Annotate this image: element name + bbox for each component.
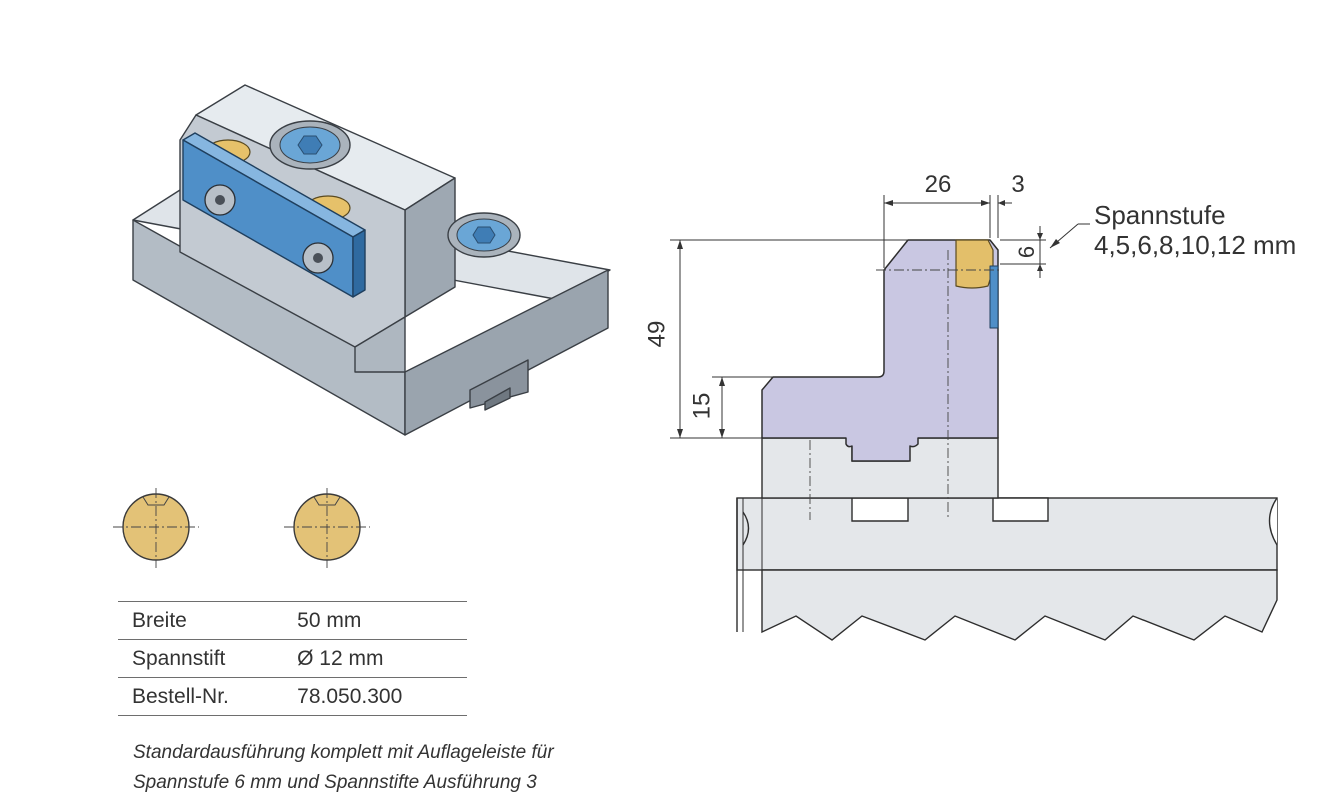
table-row: Breite 50 mm	[118, 601, 467, 640]
spec-table: Breite 50 mm Spannstift Ø 12 mm Bestell-…	[118, 601, 467, 716]
strip-screw-icon	[204, 184, 334, 274]
spec-label: Breite	[118, 601, 298, 640]
callout-title: Spannstufe	[1094, 200, 1226, 230]
top-jaw	[761, 239, 999, 462]
spec-value: 78.050.300	[297, 677, 467, 716]
spec-value: 50 mm	[297, 601, 467, 640]
spec-value: Ø 12 mm	[297, 639, 467, 678]
note-line-1: Standardausführung komplett mit Auflagel…	[133, 742, 554, 763]
spec-label: Spannstift	[118, 639, 298, 678]
center-lines	[809, 250, 1000, 520]
chuck-body	[736, 497, 1278, 641]
dim-step-height-label: 6	[1014, 246, 1039, 258]
spec-label: Bestell-Nr.	[118, 677, 298, 716]
clamping-pin-section-1	[113, 488, 199, 568]
note-line-2: Spannstufe 6 mm und Spannstifte Ausführu…	[133, 772, 537, 793]
dim-offset-label: 3	[1011, 171, 1024, 198]
dim-base-height-label: 15	[688, 393, 715, 420]
callout-values: 4,5,6,8,10,12 mm	[1094, 230, 1296, 260]
dim-total-height-label: 49	[643, 321, 670, 348]
product-note: Standardausführung komplett mit Auflagel…	[133, 738, 554, 798]
table-row: Bestell-Nr. 78.050.300	[118, 677, 467, 716]
hex-socket-screw-icon	[269, 120, 521, 258]
table-row: Spannstift Ø 12 mm	[118, 639, 467, 678]
dimension-arrows	[677, 200, 1060, 438]
dim-width-label: 26	[925, 171, 952, 198]
clamping-pin-section-2	[284, 488, 370, 568]
